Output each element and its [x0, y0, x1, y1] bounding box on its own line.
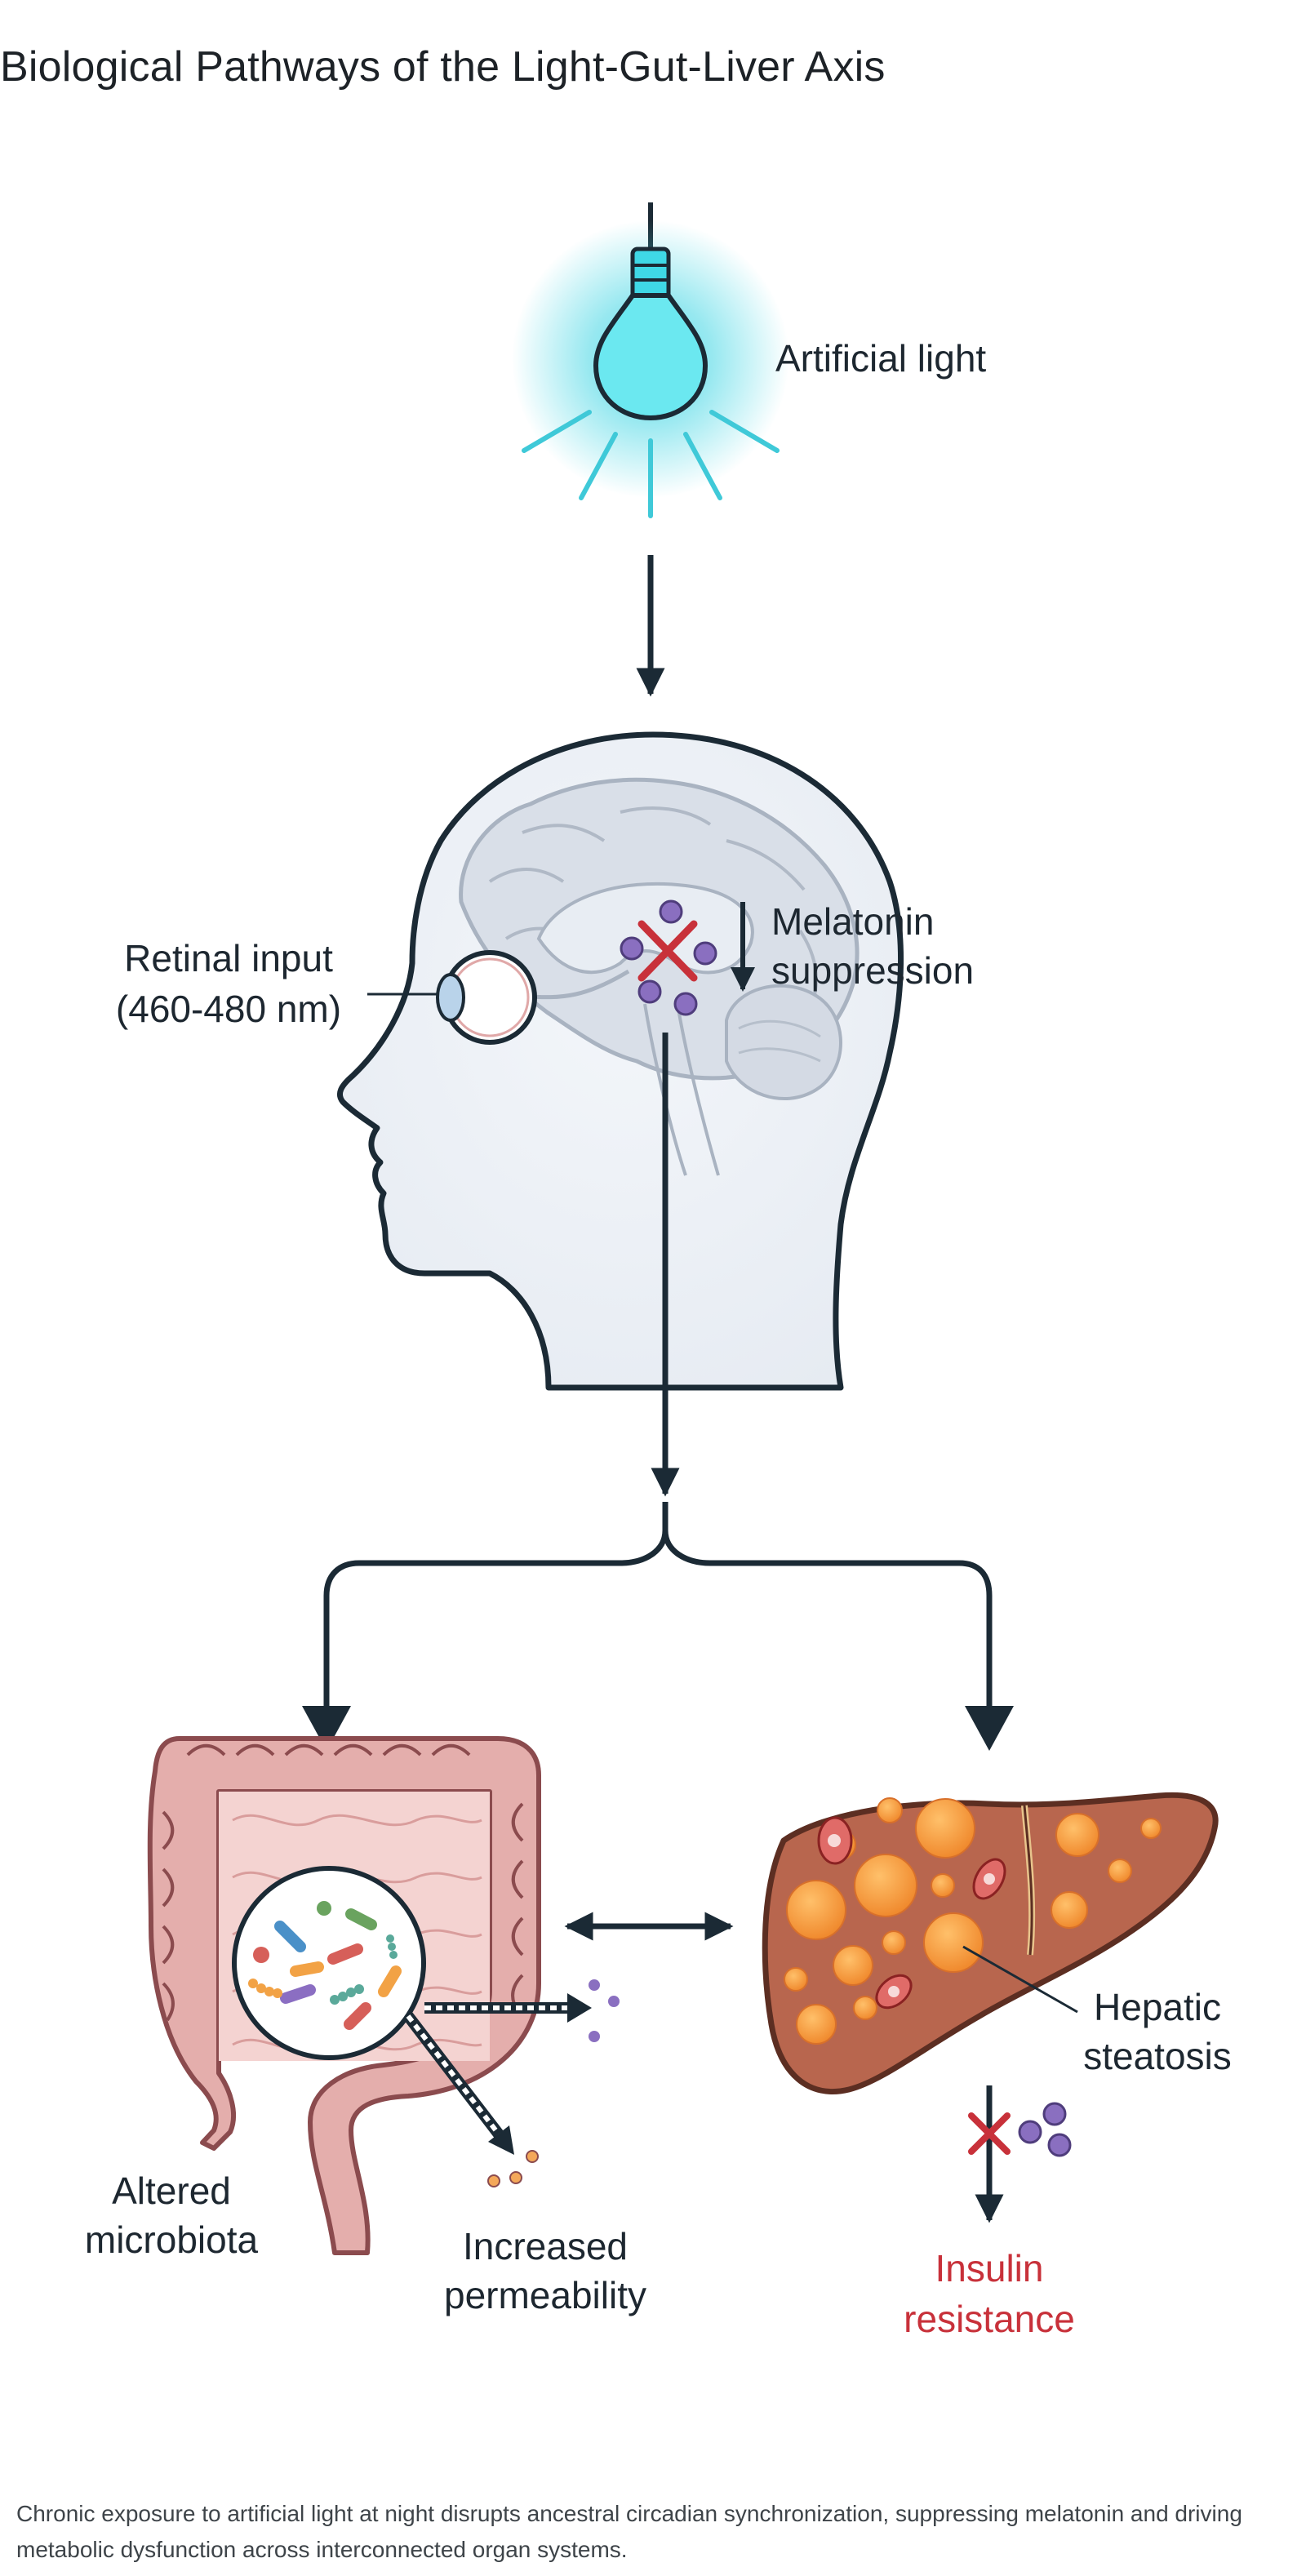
- pathway-diagram: Artificial light Retin: [85, 202, 1232, 2340]
- arrow-to-liver: [965, 1706, 1014, 1751]
- artificial-light-label: Artificial light: [775, 337, 986, 380]
- retinal-input-label: Retinal input: [124, 937, 333, 979]
- bacteria-icon: [232, 1866, 426, 2060]
- leaked-particles: [487, 1979, 620, 2187]
- increased-permeability-label: Increased: [463, 2225, 628, 2267]
- liver-icon: [762, 1792, 1219, 2094]
- steatosis-leader: [962, 1945, 1078, 2014]
- permeability-label: permeability: [444, 2274, 646, 2316]
- light-bulb-icon: [512, 202, 789, 518]
- resistance-label: resistance: [904, 2298, 1075, 2340]
- eye-icon: [436, 950, 537, 1045]
- blocked-x-icon: [968, 2112, 1011, 2155]
- melatonin-label: Melatonin: [771, 900, 934, 943]
- melatonin-molecule-icon: [620, 899, 717, 1016]
- insulin-molecule-icon: [1018, 2102, 1072, 2157]
- melatonin-suppression-label: suppression: [771, 949, 974, 992]
- head-profile-icon: [337, 731, 904, 1391]
- insulin-resistance-label: Insulin: [935, 2247, 1044, 2290]
- microbiota-label: microbiota: [85, 2218, 259, 2261]
- blocked-x-icon: [637, 920, 698, 982]
- steatosis-label: steatosis: [1083, 2035, 1232, 2077]
- altered-microbiota-label: Altered: [112, 2170, 231, 2212]
- branch-connector: [323, 1502, 993, 1730]
- figure-caption: Chronic exposure to artificial light at …: [16, 2501, 1242, 2562]
- hepatic-steatosis-label: Hepatic: [1094, 1986, 1221, 2028]
- arrow-to-gut: [302, 1706, 351, 1751]
- leak-arrows: [403, 1993, 592, 2155]
- retinal-input-wavelength-label: (460-480 nm): [116, 988, 341, 1030]
- page-title: Biological Pathways of the Light-Gut-Liv…: [0, 43, 886, 91]
